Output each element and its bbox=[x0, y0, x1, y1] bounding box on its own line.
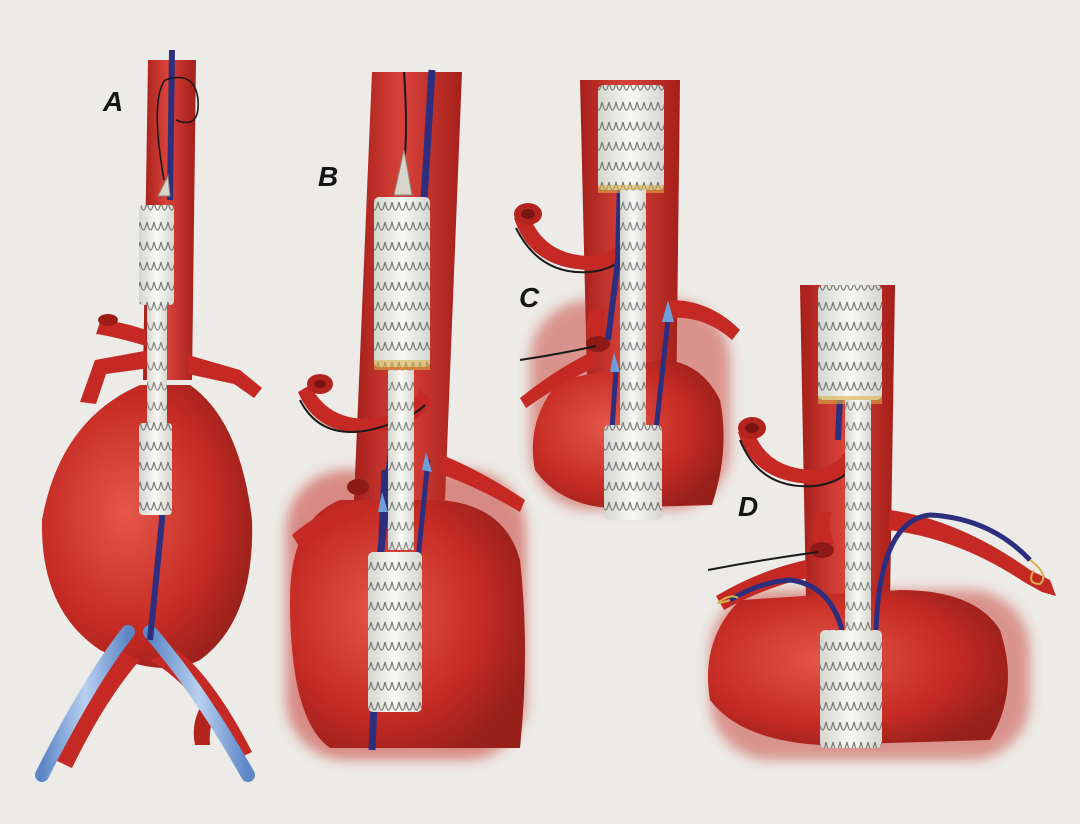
panel-d bbox=[707, 285, 1056, 760]
panel-b bbox=[286, 69, 526, 760]
panel-d-right-branch bbox=[888, 510, 1056, 596]
panel-c-curved-branch bbox=[514, 212, 642, 270]
panel-c-catheter-right bbox=[653, 319, 671, 431]
panel-a-upper-left-branch bbox=[96, 321, 146, 346]
panel-d-catheter-right bbox=[873, 512, 1032, 631]
panel-c-right-branch bbox=[668, 300, 740, 340]
panel-a bbox=[35, 49, 262, 782]
panel-a-left-branch bbox=[80, 350, 150, 404]
panel-b-catheter-right bbox=[415, 459, 431, 561]
panel-d-wire-tip-right bbox=[1029, 559, 1045, 586]
panel-label-c: C bbox=[519, 282, 540, 313]
panel-label-d: D bbox=[738, 491, 759, 522]
panel-a-aneurysm-sac bbox=[41, 385, 253, 668]
panel-c-catheter-left bbox=[609, 369, 619, 431]
panel-a-right-branch bbox=[188, 355, 262, 398]
panel-a-guidewire-loop bbox=[156, 76, 199, 181]
panel-c-ostium bbox=[586, 336, 610, 352]
panel-b-ostium bbox=[347, 479, 369, 495]
panel-d-catheter-left bbox=[728, 577, 845, 631]
panel-a-left-iliac bbox=[55, 650, 140, 768]
panel-d-external-wire bbox=[707, 551, 819, 571]
panel-c bbox=[514, 80, 740, 520]
panel-c-left-branch bbox=[520, 350, 598, 408]
panel-a-left-sheath bbox=[35, 625, 135, 782]
panel-b-right-branch bbox=[440, 455, 525, 512]
panel-d-ostium bbox=[810, 542, 834, 558]
panel-d-wire-tip-left bbox=[717, 595, 739, 604]
panel-label-b: B bbox=[318, 161, 339, 192]
panel-d-curved-branch bbox=[738, 426, 862, 484]
panel-b-catheter-left bbox=[377, 469, 387, 561]
panel-b-nose-cone bbox=[393, 149, 413, 196]
panel-c-catheter-main bbox=[605, 179, 623, 341]
panel-a-nose-cone bbox=[157, 174, 171, 197]
panel-a-branch-ostium bbox=[98, 314, 118, 326]
panel-b-left-branch bbox=[292, 500, 362, 548]
panel-c-external-wire bbox=[519, 345, 597, 361]
panel-a-right-sheath bbox=[143, 625, 255, 782]
panel-label-a: A bbox=[103, 86, 124, 117]
